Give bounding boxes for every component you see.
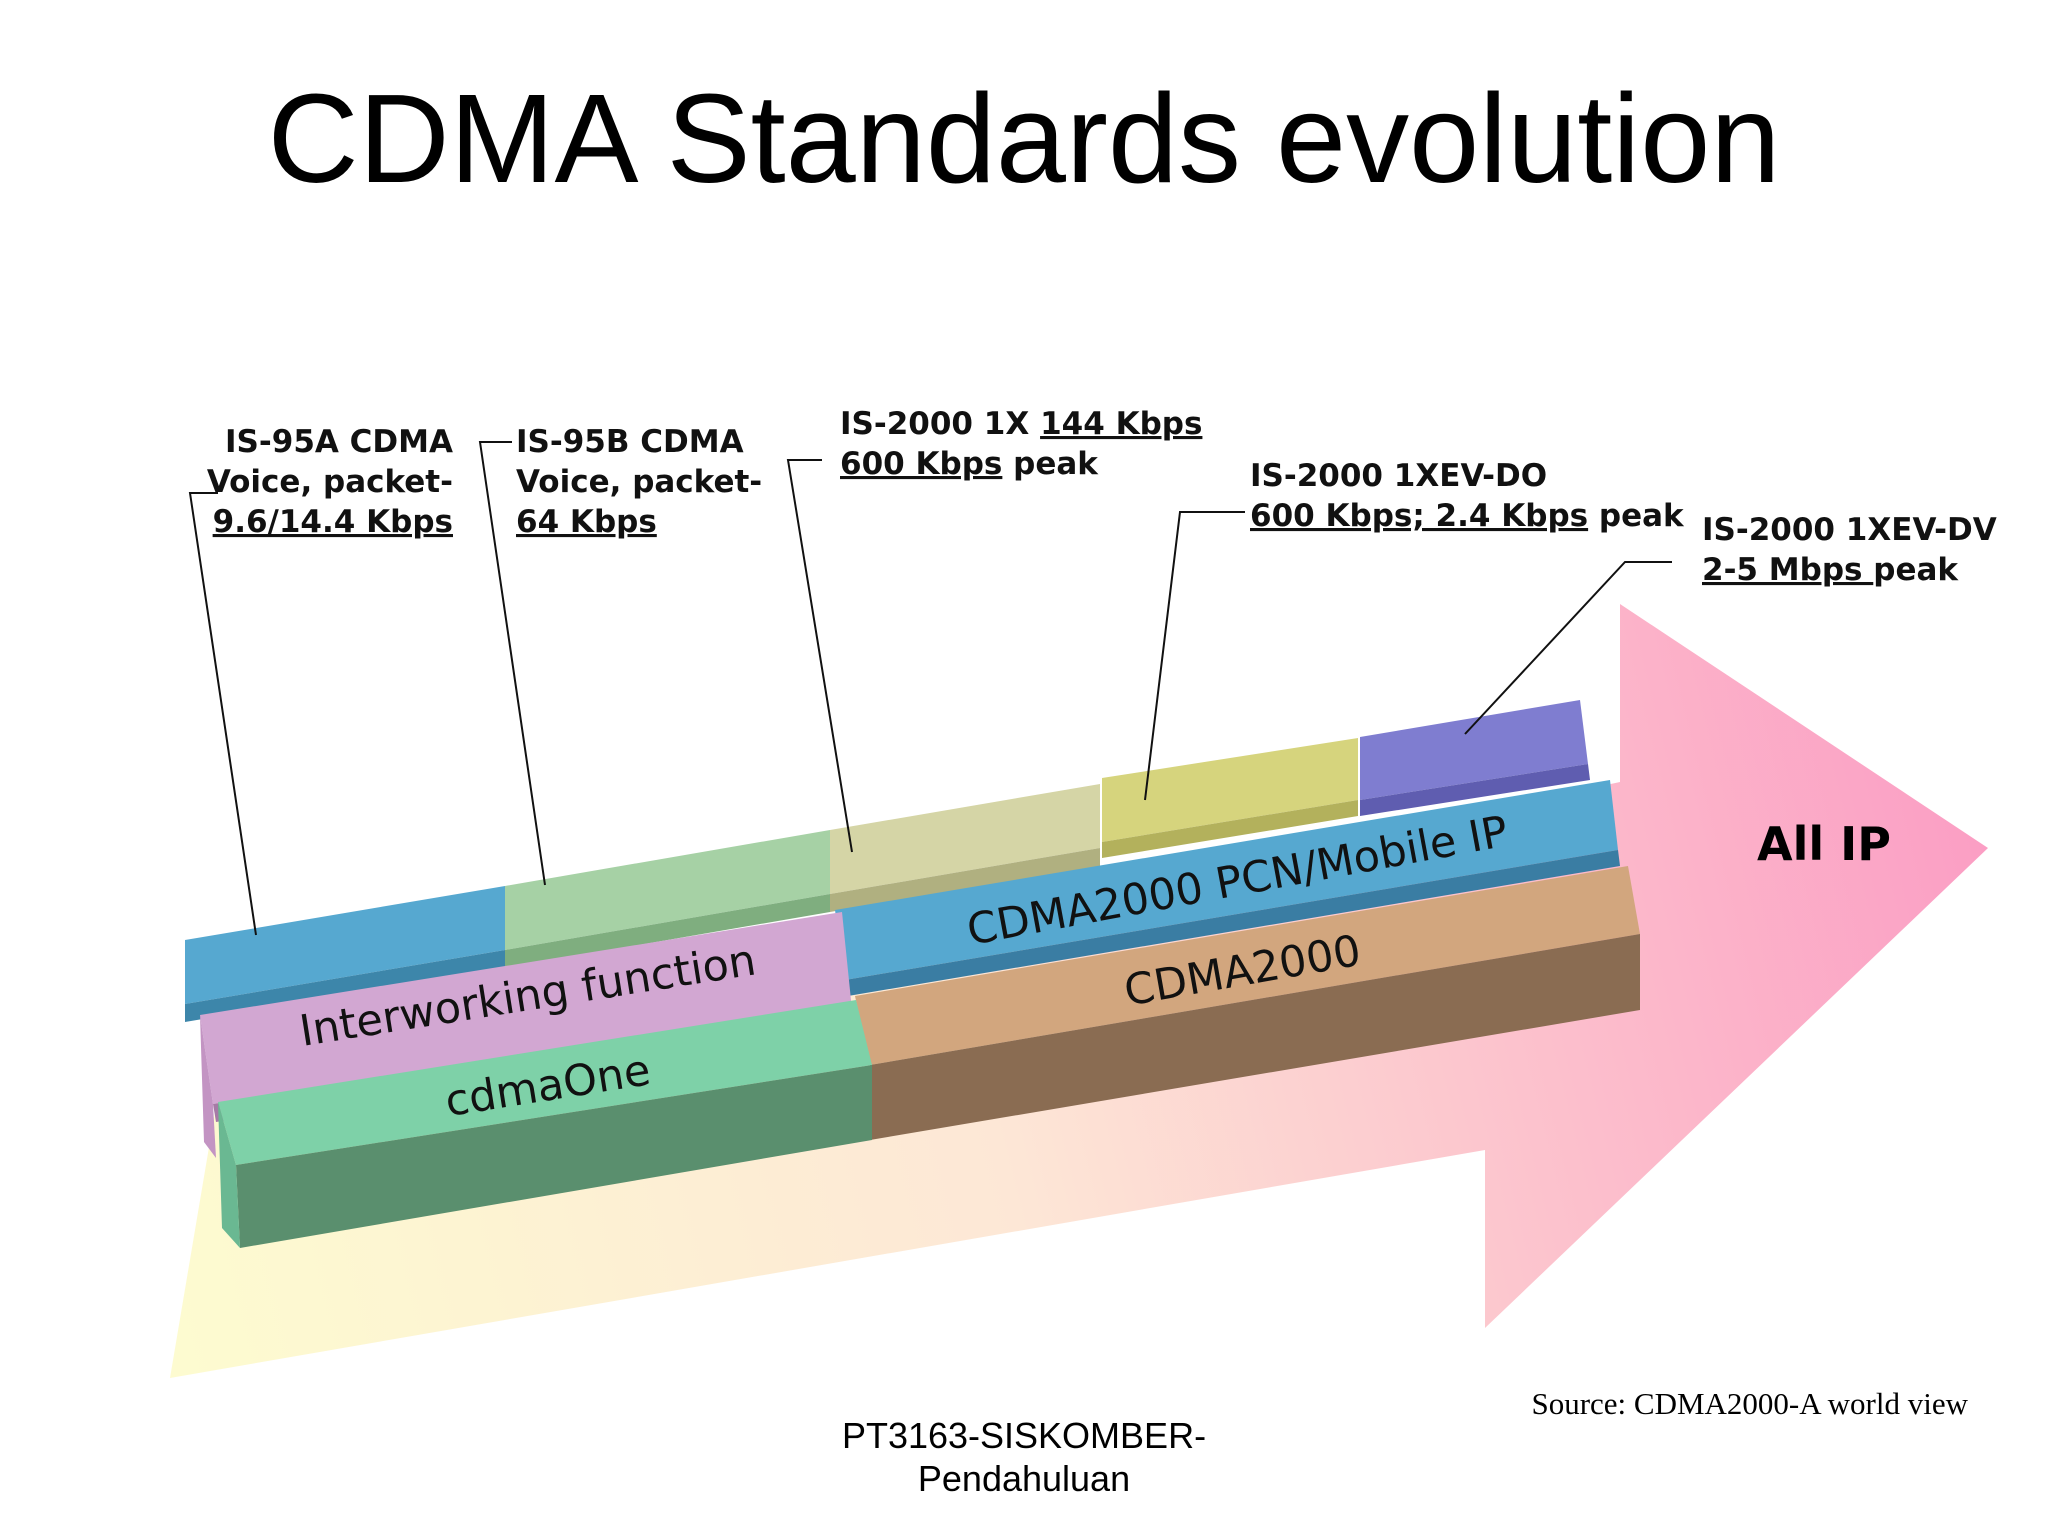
- footer-line-2: Pendahuluan: [917, 1458, 1131, 1500]
- cdma2000-band: [855, 866, 1640, 1140]
- is2000-1x-peak: 600 Kbps peak: [840, 446, 1099, 482]
- is95b-title: IS-95B CDMA: [516, 424, 744, 460]
- pcn-band: [835, 780, 1620, 996]
- evdv-peak: 2-5 Mbps peak: [1702, 552, 1959, 588]
- evdo-peak: 600 Kbps; 2.4 Kbps peak: [1250, 498, 1685, 534]
- cdmaone-band: [218, 1000, 872, 1248]
- is2000-1x-block: [830, 784, 1100, 912]
- footer-line-1: PT3163-SISKOMBER-: [841, 1415, 1207, 1456]
- is2000-1x-peak-suffix: peak: [1002, 446, 1099, 482]
- is95a-callout: IS-95A CDMA Voice, packet- 9.6/14.4 Kbps: [207, 424, 453, 540]
- evdv-peak-suffix: peak: [1873, 552, 1959, 588]
- is95a-rate: 9.6/14.4 Kbps: [213, 504, 453, 540]
- is95b-desc: Voice, packet-: [516, 464, 762, 500]
- is2000-1x-prefix: IS-2000 1X: [840, 406, 1040, 442]
- is95b-callout: IS-95B CDMA Voice, packet- 64 Kbps: [516, 424, 762, 540]
- is95a-leader-line: [188, 492, 257, 936]
- evdo-rate: 600 Kbps; 2.4 Kbps: [1250, 498, 1588, 534]
- is95b-block: [505, 830, 830, 968]
- evdo-title: IS-2000 1XEV-DO: [1250, 458, 1547, 494]
- is2000-1x-callout: IS-2000 1X 144 Kbps 600 Kbps peak: [840, 406, 1202, 482]
- evdo-block: [1102, 738, 1358, 858]
- evdv-title: IS-2000 1XEV-DV: [1702, 512, 1997, 548]
- evdo-leader-line: [1144, 511, 1245, 801]
- is95b-rate: 64 Kbps: [516, 504, 657, 540]
- is95b-leader-line: [478, 441, 546, 886]
- source-note: Source: CDMA2000-A world view: [1531, 1386, 1968, 1421]
- is95a-desc: Voice, packet-: [207, 464, 453, 500]
- slide-footer: PT3163-SISKOMBER- Pendahuluan: [0, 1414, 2048, 1500]
- is2000-1x-title: IS-2000 1X 144 Kbps: [840, 406, 1202, 442]
- is2000-1x-peak-rate: 600 Kbps: [840, 446, 1002, 482]
- is95a-block: [185, 886, 505, 1022]
- is2000-1x-rate: 144 Kbps: [1040, 406, 1202, 442]
- slide-title: CDMA Standards evolution: [267, 68, 1781, 209]
- evdv-callout: IS-2000 1XEV-DV 2-5 Mbps peak: [1702, 512, 1997, 588]
- evdv-rate: 2-5 Mbps: [1702, 552, 1873, 588]
- all-ip-label: All IP: [1757, 817, 1891, 871]
- is2000-1x-leader-line: [786, 459, 853, 853]
- evdv-block: [1360, 700, 1590, 816]
- evdo-callout: IS-2000 1XEV-DO 600 Kbps; 2.4 Kbps peak: [1250, 458, 1685, 534]
- evdv-leader-line: [1464, 561, 1672, 735]
- evdo-peak-suffix: peak: [1588, 498, 1685, 534]
- is95a-title: IS-95A CDMA: [225, 424, 453, 460]
